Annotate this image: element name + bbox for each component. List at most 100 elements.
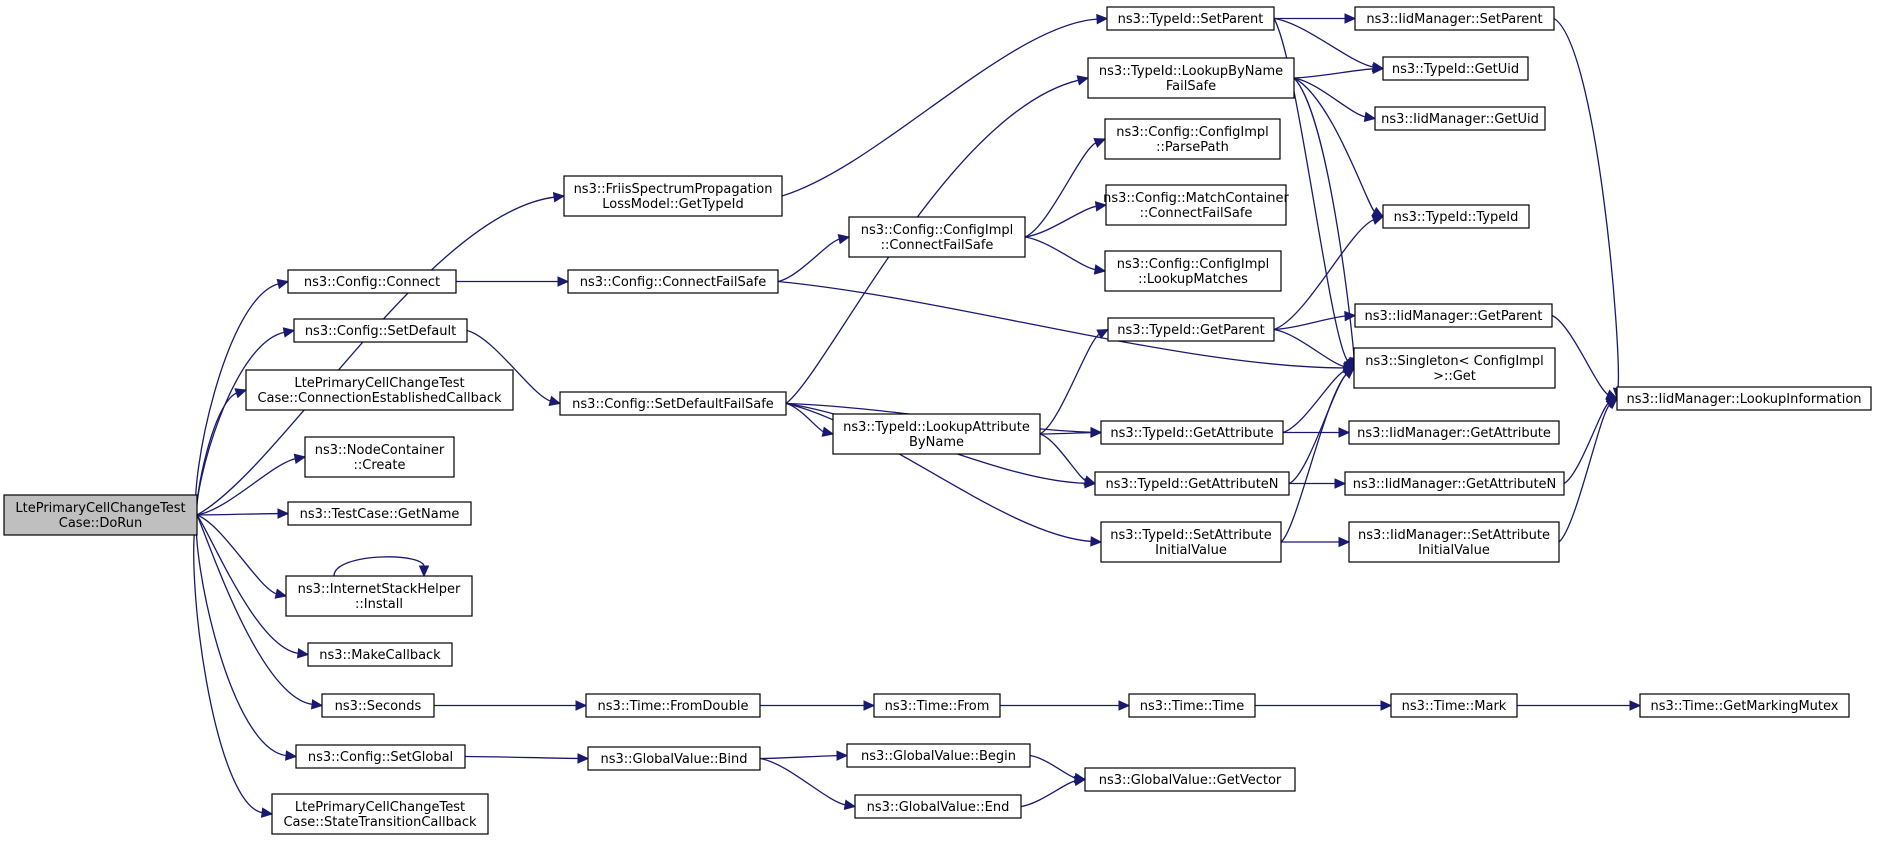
edge-ciConnectFS-to-matchConnFS (1024, 201, 1108, 238)
node-iidSetParent[interactable]: ns3::IidManager::SetParent (1354, 6, 1555, 31)
node-connect[interactable]: ns3::Config::Connect (287, 269, 457, 294)
edge-gvBind-to-gvEnd (759, 757, 857, 810)
edge-setglobal-to-gvBind (464, 753, 590, 764)
node-connEstCb[interactable]: LtePrimaryCellChangeTestCase::Connection… (245, 369, 514, 411)
node-label-line: ns3::IidManager::GetAttribute (1357, 426, 1551, 441)
node-setglobal[interactable]: ns3::Config::SetGlobal (295, 744, 466, 769)
node-stateTransCb[interactable]: LtePrimaryCellChangeTestCase::StateTrans… (271, 793, 489, 835)
node-seconds[interactable]: ns3::Seconds (321, 693, 435, 718)
node-iidGetAttrN[interactable]: ns3::IidManager::GetAttributeN (1344, 471, 1565, 496)
node-typeTypeId[interactable]: ns3::TypeId::TypeId (1382, 204, 1530, 229)
edge-arrowhead (1338, 536, 1351, 548)
node-box (1382, 56, 1529, 81)
edge-line (1551, 314, 1610, 396)
node-timeTime[interactable]: ns3::Time::Time (1128, 693, 1256, 718)
edge-arrowhead (1344, 13, 1357, 24)
edge-arrowhead (863, 700, 876, 711)
node-label-line: ns3::IidManager::LookupInformation (1626, 392, 1861, 407)
node-box (1382, 204, 1530, 229)
node-label-line: InitialValue (1418, 543, 1490, 558)
edge-line (1273, 315, 1347, 331)
edge-line (333, 556, 425, 577)
node-typeGetUid[interactable]: ns3::TypeId::GetUid (1382, 56, 1529, 81)
node-parsePath[interactable]: ns3::Config::ConfigImpl::ParsePath (1104, 118, 1281, 160)
node-label-line: ::ConnectFailSafe (881, 238, 994, 253)
edge-arrowhead (1334, 478, 1347, 489)
node-connectFS[interactable]: ns3::Config::ConnectFailSafe (567, 269, 779, 294)
edge-ciConnectFS-to-parsePath (1024, 138, 1107, 238)
node-nodecreate[interactable]: ns3::NodeContainer::Create (304, 436, 455, 478)
node-getname[interactable]: ns3::TestCase::GetName (287, 501, 472, 526)
node-iidGetParent[interactable]: ns3::IidManager::GetParent (1354, 303, 1553, 328)
node-install[interactable]: ns3::InternetStackHelper::Install (285, 575, 473, 617)
node-label-line: ns3::Config::Connect (304, 275, 440, 290)
node-label-line: ns3::IidManager::GetUid (1381, 112, 1539, 127)
edge-setAttrIV-to-singletonGet (1280, 367, 1355, 543)
edge-arrowhead (557, 276, 570, 287)
node-box (1344, 471, 1565, 496)
node-makecb[interactable]: ns3::MakeCallback (307, 642, 453, 667)
node-label-line: ns3::TestCase::GetName (300, 507, 460, 522)
node-getMarkingMutex[interactable]: ns3::Time::GetMarkingMutex (1639, 693, 1850, 718)
node-label-line: Case::StateTransitionCallback (283, 815, 476, 830)
node-label-line: ns3::FriisSpectrumPropagation (574, 182, 773, 197)
edge-arrowhead (1093, 264, 1107, 275)
node-gvEnd[interactable]: ns3::GlobalValue::End (854, 794, 1022, 819)
edge-arrowhead (296, 648, 310, 659)
node-gvBind[interactable]: ns3::GlobalValue::Bind (587, 746, 761, 771)
node-getAttr[interactable]: ns3::TypeId::GetAttribute (1100, 420, 1284, 445)
edge-arrowhead (1371, 214, 1385, 225)
node-label-line: ByName (909, 435, 964, 450)
node-getParent[interactable]: ns3::TypeId::GetParent (1107, 317, 1275, 342)
node-box (1128, 693, 1256, 718)
node-box (1106, 6, 1275, 31)
edge-line (785, 402, 1093, 543)
node-lookupInfo[interactable]: ns3::IidManager::LookupInformation (1616, 386, 1872, 411)
node-gvGetVector[interactable]: ns3::GlobalValue::GetVector (1084, 767, 1296, 792)
edge-line (466, 329, 552, 402)
node-ciConnectFS[interactable]: ns3::Config::ConfigImpl::ConnectFailSafe (848, 216, 1026, 258)
node-setParent[interactable]: ns3::TypeId::SetParent (1106, 6, 1275, 31)
node-iidGetUid[interactable]: ns3::IidManager::GetUid (1374, 106, 1546, 131)
node-box (848, 216, 1026, 258)
node-fromDouble[interactable]: ns3::Time::FromDouble (585, 693, 761, 718)
node-label-line: ::ParsePath (1156, 140, 1229, 155)
node-timeFrom[interactable]: ns3::Time::From (873, 693, 1001, 718)
node-label-line: ns3::Config::ConfigImpl (861, 223, 1014, 238)
node-getAttrN[interactable]: ns3::TypeId::GetAttributeN (1094, 471, 1290, 496)
node-label-line: ns3::GlobalValue::GetVector (1099, 773, 1282, 788)
node-label-line: ns3::TypeId::GetUid (1392, 62, 1519, 77)
node-setDefaultFS[interactable]: ns3::Config::SetDefaultFailSafe (559, 391, 787, 416)
node-box (1354, 6, 1555, 31)
node-label-line: ns3::MakeCallback (319, 648, 441, 663)
node-setdefault[interactable]: ns3::Config::SetDefault (293, 318, 468, 343)
node-box (285, 575, 473, 617)
edge-arrowhead (1076, 75, 1090, 86)
node-friis[interactable]: ns3::FriisSpectrumPropagationLossModel::… (563, 175, 783, 217)
node-lookupMatches[interactable]: ns3::Config::ConfigImpl::LookupMatches (1104, 250, 1282, 292)
node-singletonGet[interactable]: ns3::Singleton< ConfigImpl >::Get (1353, 347, 1556, 389)
node-iidSetAttrIV[interactable]: ns3::IidManager::SetAttributeInitialValu… (1348, 521, 1560, 563)
node-matchConnFS[interactable]: ns3::Config::MatchContainer::ConnectFail… (1103, 184, 1290, 226)
node-label-line: ns3::InternetStackHelper (298, 582, 461, 597)
node-label-line: ns3::Config::ConfigImpl (1117, 257, 1270, 272)
node-iidGetAttr[interactable]: ns3::IidManager::GetAttribute (1348, 420, 1560, 445)
node-gvBegin[interactable]: ns3::GlobalValue::Begin (846, 743, 1031, 768)
node-box (1348, 420, 1560, 445)
edge-seconds-to-fromDouble (433, 700, 588, 711)
node-box (304, 436, 455, 478)
edge-line (196, 514, 314, 706)
edge-line (759, 757, 847, 806)
node-timeMark[interactable]: ns3::Time::Mark (1390, 693, 1518, 718)
edge-line (1563, 402, 1610, 485)
edge-line (1024, 141, 1098, 238)
node-box (295, 744, 466, 769)
node-box (1374, 106, 1546, 131)
edge-line (777, 280, 1346, 369)
edge-timeFrom-to-timeTime (999, 700, 1131, 711)
